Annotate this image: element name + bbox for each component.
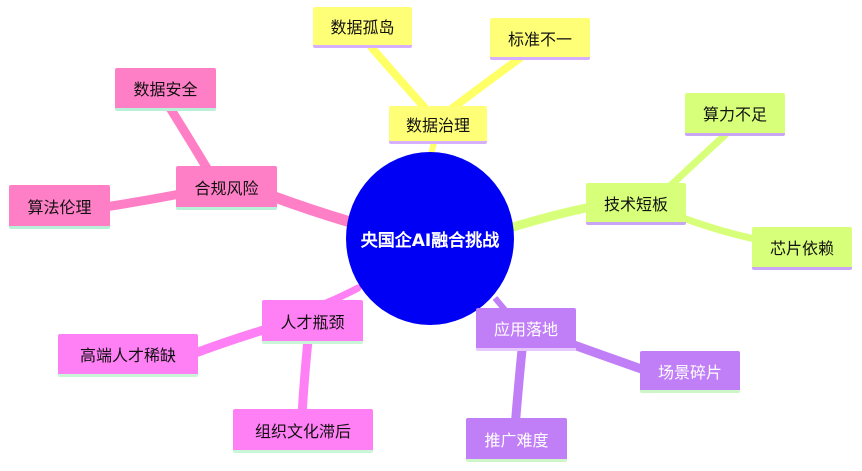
root-node[interactable]: 央国企AI融合挑战	[346, 152, 514, 325]
leaf-chip-dependency[interactable]: 芯片依赖	[752, 227, 852, 270]
leaf-label: 组织文化滞后	[254, 421, 351, 441]
leaf-label: 标准不一	[507, 29, 572, 49]
branch-talent-bottleneck[interactable]: 人才瓶颈	[262, 300, 363, 344]
leaf-inconsistent-standards[interactable]: 标准不一	[490, 18, 590, 60]
leaf-data-island[interactable]: 数据孤岛	[313, 7, 412, 48]
leaf-label: 推广难度	[484, 430, 549, 450]
leaf-label: 算力不足	[702, 105, 767, 124]
leaf-promotion-difficulty[interactable]: 推广难度	[466, 418, 567, 462]
leaf-algorithm-ethics[interactable]: 算法伦理	[9, 185, 110, 229]
branch-label: 技术短板	[603, 194, 668, 214]
link-root-tech	[505, 201, 601, 233]
branch-tech-shortcoming[interactable]: 技术短板	[586, 183, 686, 225]
root-label: 央国企AI融合挑战	[360, 231, 500, 251]
branch-application-landing[interactable]: 应用落地	[476, 308, 576, 351]
link-tech-chip	[671, 211, 764, 244]
leaf-lagging-culture[interactable]: 组织文化滞后	[233, 409, 373, 453]
link-root-compliance	[266, 190, 356, 228]
leaf-insufficient-compute[interactable]: 算力不足	[685, 93, 785, 136]
branch-compliance-risk[interactable]: 合规风险	[176, 166, 277, 210]
link-compliance-security	[165, 103, 213, 175]
leaf-label: 芯片依赖	[769, 239, 834, 258]
leaf-label: 算法伦理	[27, 197, 92, 217]
link-data-governance-standard	[446, 54, 524, 114]
branch-label: 数据治理	[405, 115, 470, 135]
leaf-fragmented-scenarios[interactable]: 场景碎片	[640, 351, 740, 393]
branch-label: 应用落地	[493, 320, 558, 339]
leaf-label: 数据孤岛	[330, 18, 395, 37]
leaf-label: 高端人才稀缺	[79, 346, 176, 365]
branch-data-governance[interactable]: 数据治理	[389, 106, 487, 144]
leaf-data-security[interactable]: 数据安全	[115, 68, 216, 111]
link-talent-highend	[185, 323, 275, 360]
link-talent-culture	[297, 335, 313, 421]
link-application-promotion	[510, 345, 527, 433]
leaf-label: 场景碎片	[657, 362, 722, 382]
leaf-highend-talent-shortage[interactable]: 高端人才稀缺	[58, 334, 198, 377]
branch-label: 人才瓶颈	[280, 312, 345, 332]
branch-label: 合规风险	[194, 178, 259, 198]
leaf-label: 数据安全	[133, 80, 198, 99]
link-tech-compute	[664, 131, 729, 192]
link-data-governance-island	[368, 44, 429, 112]
